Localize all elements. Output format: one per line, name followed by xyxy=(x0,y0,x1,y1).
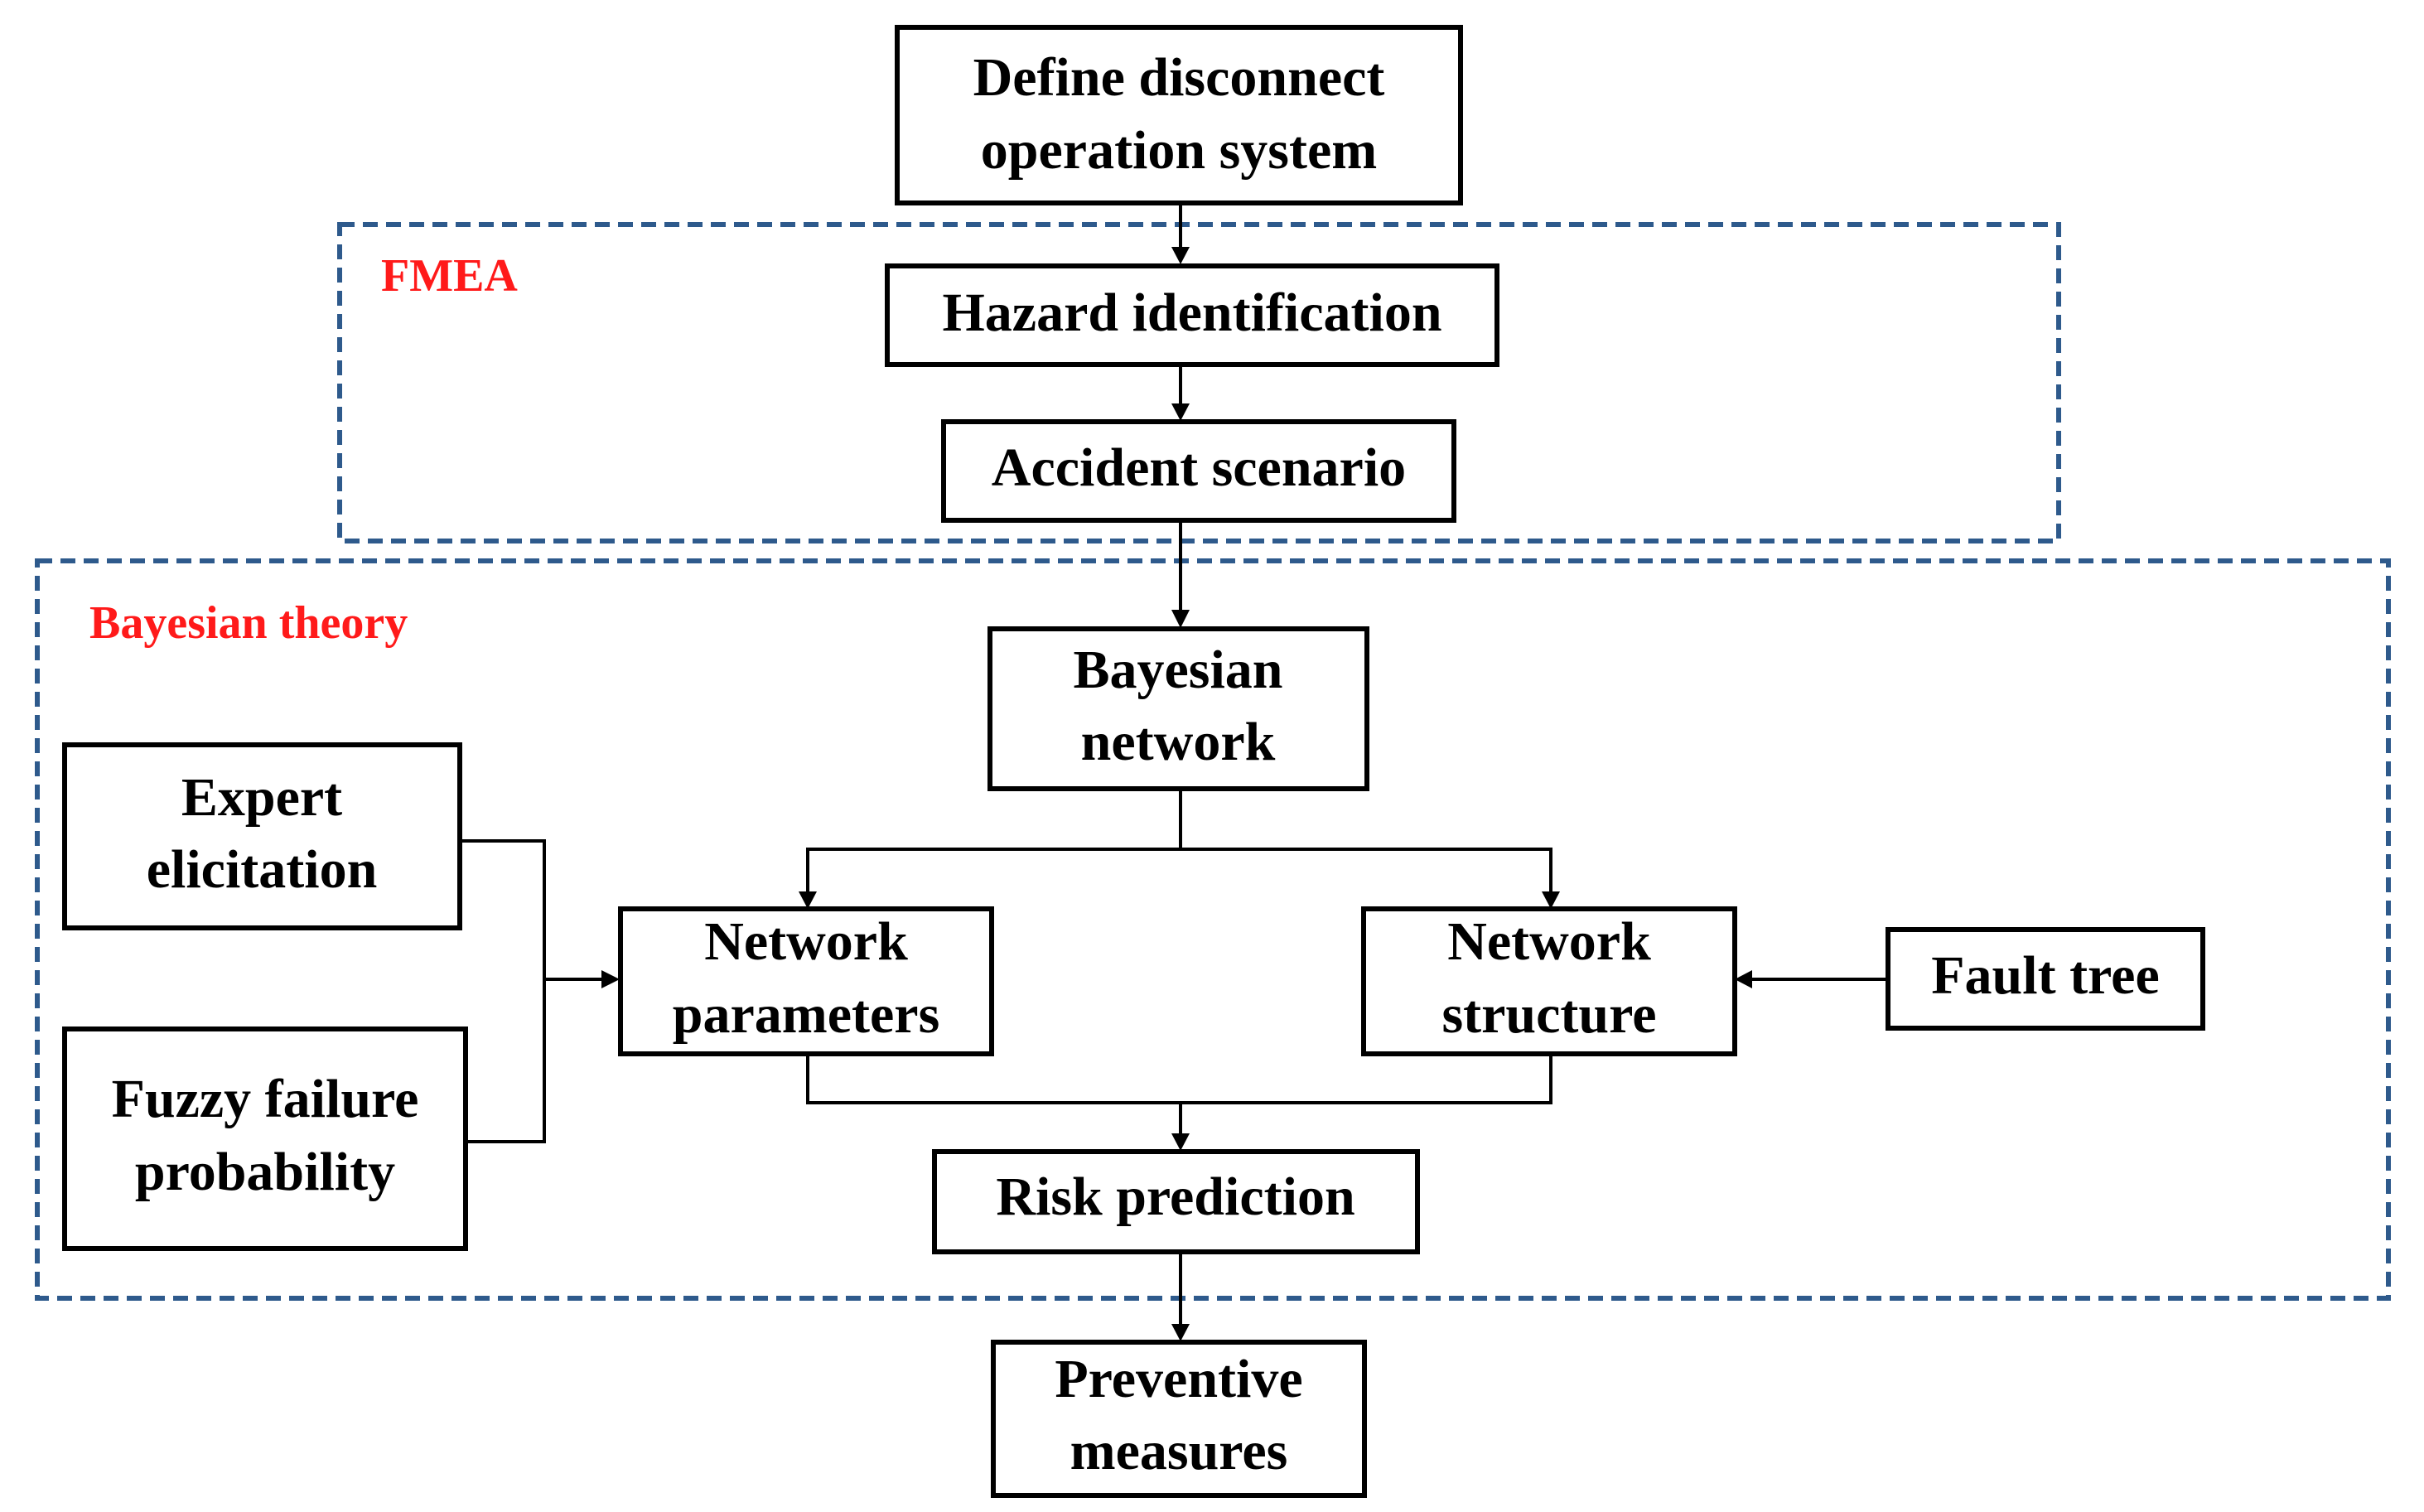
node-preventive-measures: Preventive measures xyxy=(991,1340,1367,1498)
node-network-parameters-box xyxy=(618,906,994,1056)
node-bayesian-network-box xyxy=(987,626,1369,791)
node-network-parameters-line-1: Network xyxy=(704,911,908,972)
node-fault-tree: Fault tree xyxy=(1886,927,2205,1031)
node-preventive-measures-line-1: Preventive xyxy=(1055,1349,1302,1409)
node-risk-prediction-line-1: Risk prediction xyxy=(996,1167,1354,1227)
node-network-parameters-line-2: parameters xyxy=(673,984,940,1045)
node-bayesian-network-line-2: network xyxy=(1081,712,1276,772)
edge-expert-fuzzy-to-parameters-arrow xyxy=(601,970,620,988)
edge-fault-tree-to-structure-arrow xyxy=(1735,970,1752,988)
node-expert-elicitation-line-1: Expert xyxy=(181,767,342,828)
edge-bayesian-network-to-structure xyxy=(1181,848,1552,893)
node-fuzzy-failure-probability-line-1: Fuzzy failure xyxy=(112,1069,419,1129)
node-fault-tree-line-1: Fault tree xyxy=(1931,945,2160,1006)
edge-bayesian-network-to-parameters-arrow xyxy=(799,891,817,909)
node-accident-scenario: Accident scenario xyxy=(941,419,1456,523)
node-network-structure: Network structure xyxy=(1361,906,1737,1056)
edge-risk-to-preventive-arrow xyxy=(1171,1324,1190,1341)
region-fmea xyxy=(337,222,2061,543)
nodes: Define disconnect operation system Hazar… xyxy=(62,25,2205,1498)
node-accident-scenario-box xyxy=(941,419,1456,523)
edges xyxy=(460,203,1888,1341)
edge-accident-to-bayesian-network-arrow xyxy=(1171,610,1190,628)
edge-define-to-hazard-arrow xyxy=(1171,247,1190,264)
edge-bayesian-network-to-structure-arrow xyxy=(1542,891,1560,909)
node-hazard-identification: Hazard identification xyxy=(885,263,1499,367)
node-expert-elicitation-line-2: elicitation xyxy=(147,839,378,900)
edge-hazard-to-accident-arrow xyxy=(1171,403,1190,421)
node-network-parameters: Network parameters xyxy=(618,906,994,1056)
edge-bayesian-network-to-parameters xyxy=(806,789,1182,893)
node-define-system-line-1: Define disconnect xyxy=(973,47,1385,108)
node-fuzzy-failure-probability: Fuzzy failure probability xyxy=(62,1027,468,1251)
node-network-structure-line-2: structure xyxy=(1441,984,1656,1045)
edge-expert-to-parameters xyxy=(460,839,603,981)
node-risk-prediction: Risk prediction xyxy=(932,1149,1420,1254)
node-define-system-line-2: operation system xyxy=(981,120,1377,181)
edge-to-risk-arrow xyxy=(1171,1133,1190,1151)
node-bayesian-network-line-1: Bayesian xyxy=(1073,640,1282,700)
node-expert-elicitation: Expert elicitation xyxy=(62,742,462,930)
node-hazard-identification-line-1: Hazard identification xyxy=(942,283,1441,343)
region-fmea-label: FMEA xyxy=(381,250,518,302)
region-bayesian-theory-label: Bayesian theory xyxy=(89,597,408,649)
node-bayesian-network: Bayesian network xyxy=(987,626,1369,791)
node-network-structure-box xyxy=(1361,906,1737,1056)
node-network-structure-line-1: Network xyxy=(1447,911,1651,972)
node-define-system: Define disconnect operation system xyxy=(895,25,1463,205)
node-fuzzy-failure-probability-box xyxy=(62,1027,468,1251)
node-expert-elicitation-box xyxy=(62,742,462,930)
node-preventive-measures-box xyxy=(991,1340,1367,1498)
node-fault-tree-box xyxy=(1886,927,2205,1031)
edge-parameters-to-risk xyxy=(806,1054,1552,1104)
node-fuzzy-failure-probability-line-2: probability xyxy=(135,1142,395,1202)
region-bayesian-theory xyxy=(35,558,2391,1301)
node-accident-scenario-line-1: Accident scenario xyxy=(992,437,1406,498)
node-define-system-box xyxy=(895,25,1463,205)
node-preventive-measures-line-2: measures xyxy=(1070,1421,1288,1481)
node-risk-prediction-box xyxy=(932,1149,1420,1254)
edge-fuzzy-to-parameters xyxy=(466,979,546,1143)
node-hazard-identification-box xyxy=(885,263,1499,367)
